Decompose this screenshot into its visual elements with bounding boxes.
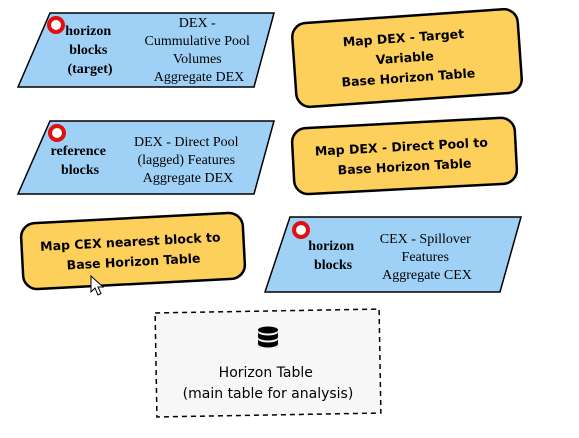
table-line: (main table for analysis) — [183, 386, 354, 402]
table-line: Horizon Table — [219, 365, 313, 381]
label-line: (target) — [67, 62, 112, 77]
table-label: Horizon Table (main table for analysis) — [183, 365, 354, 402]
node-map-dex-target[interactable]: Map DEX - Target Variable Base Horizon T… — [291, 7, 523, 109]
label-line: blocks — [61, 163, 100, 178]
process-line: Base Horizon Table — [337, 155, 472, 177]
target-marker-icon — [292, 221, 310, 239]
label-line: horizon — [65, 24, 111, 39]
node-horizon-blocks-cex[interactable]: horizon blocks CEX - Spillover Features … — [263, 216, 522, 293]
node-reference-blocks[interactable]: reference blocks DEX - Direct Pool (lagg… — [16, 120, 275, 195]
target-marker-icon — [48, 124, 66, 142]
process-line: Variable — [375, 48, 434, 67]
mouse-cursor-icon — [90, 274, 105, 296]
desc-line: Aggregate DEX — [143, 171, 234, 186]
node-map-cex-nearest[interactable]: Map CEX nearest block to Base Horizon Ta… — [19, 211, 247, 291]
desc-line: Volumes — [173, 52, 222, 67]
desc-line: Aggregate DEX — [154, 70, 245, 85]
label-line: blocks — [69, 43, 108, 58]
node-horizon-table[interactable]: Horizon Table (main table for analysis) — [154, 308, 382, 418]
node-map-dex-direct-pool[interactable]: Map DEX - Direct Pool to Base Horizon Ta… — [290, 116, 519, 196]
label-line: horizon — [308, 239, 354, 254]
node-description: CEX - Spillover Features Aggregate CEX — [380, 232, 475, 283]
desc-line: CEX - Spillover — [380, 232, 471, 247]
database-icon — [258, 326, 278, 348]
desc-line: DEX - — [179, 16, 216, 31]
label-line: blocks — [314, 258, 353, 273]
node-description: DEX - Direct Pool (lagged) Features Aggr… — [134, 135, 242, 186]
node-description: DEX - Cummulative Pool Volumes Aggregate… — [145, 16, 254, 85]
desc-line: DEX - Direct Pool — [134, 135, 239, 150]
desc-line: Cummulative Pool — [145, 34, 251, 49]
desc-line: Features — [402, 250, 449, 265]
target-marker-icon — [47, 16, 65, 34]
node-horizon-blocks-target[interactable]: horizon blocks (target) DEX - Cummulativ… — [16, 12, 275, 88]
desc-line: Aggregate CEX — [382, 268, 472, 283]
node-label: reference blocks — [51, 144, 110, 178]
label-line: reference — [51, 144, 106, 159]
node-label: horizon blocks — [308, 239, 357, 273]
node-label: horizon blocks (target) — [65, 24, 114, 77]
desc-line: (lagged) Features — [137, 153, 235, 168]
process-line: Base Horizon Table — [66, 250, 201, 272]
